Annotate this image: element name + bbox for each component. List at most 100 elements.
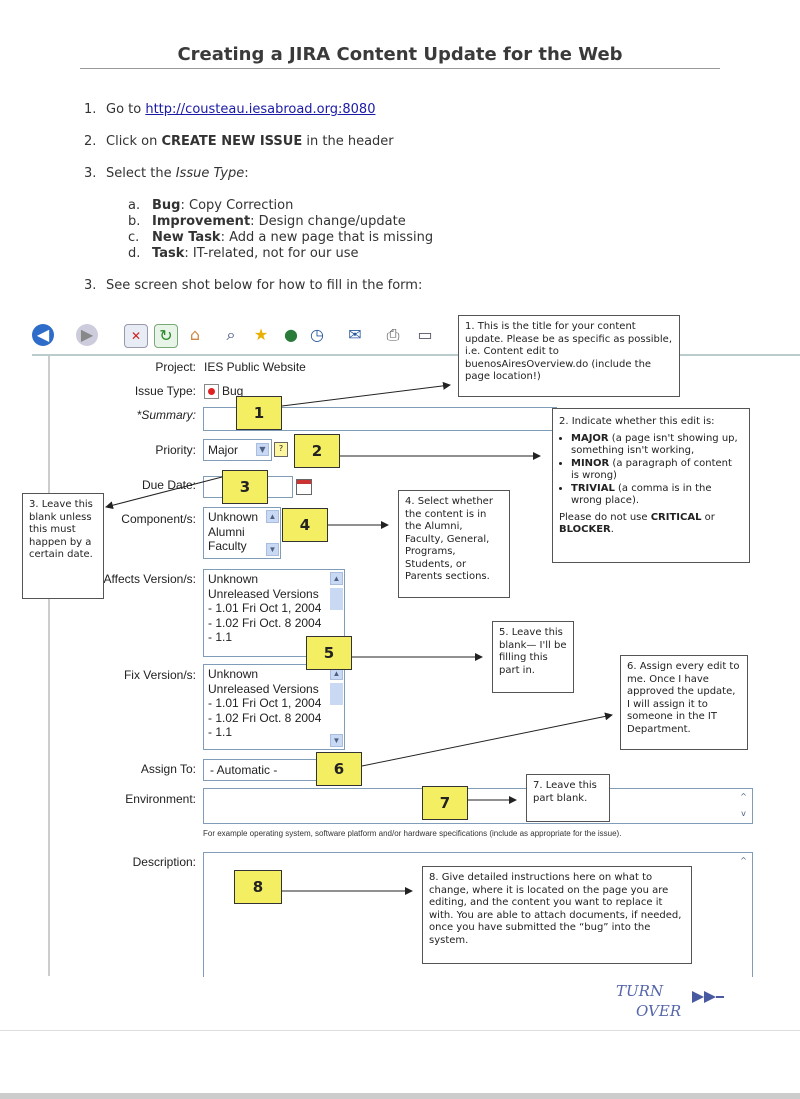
marker-8: 8 [234,870,282,904]
callout-2-item-minor: MINOR (a paragraph of content is wrong) [571,458,743,483]
scrollbar-thumb[interactable] [330,588,343,610]
list-item[interactable]: - 1.01 Fri Oct 1, 2004 [208,601,322,615]
scroll-up-icon[interactable]: ▲ [330,572,343,585]
step-text: See screen shot below for how to fill in… [106,278,423,293]
marker-6: 6 [316,752,362,786]
list-letter: c. [128,230,140,245]
scroll-down-icon[interactable]: v [737,808,750,821]
components-listbox[interactable]: Unknown Alumni Faculty ▲ ▼ [203,507,281,559]
list-item[interactable]: Unreleased Versions [208,586,319,601]
forward-icon[interactable]: ▶ [76,324,98,346]
fix-version-label: Fix Version/s: [123,668,196,682]
jira-url-link[interactable]: http://cousteau.iesabroad.org:8080 [145,102,376,117]
calendar-icon[interactable] [296,479,312,495]
assign-to-label: Assign To: [140,762,196,776]
priority-label: Priority: [155,443,196,457]
issue-type-desc: : Add a new page that is missing [220,230,434,245]
marker-5: 5 [306,636,352,670]
search-icon[interactable]: ⌕ [226,325,236,344]
scroll-down-icon[interactable]: ▼ [330,734,343,747]
step-text: Go to [106,102,146,117]
list-item[interactable]: Unknown [208,572,259,586]
scroll-up-icon[interactable]: ^ [737,855,750,868]
double-arrow-icon [692,991,724,1003]
issue-type-d: d.Task: IT-related, not for our use [128,246,359,261]
marker-4: 4 [282,508,328,542]
home-icon[interactable]: ⌂ [189,325,201,344]
refresh-icon[interactable]: ↻ [154,324,178,348]
callout-2: 2. Indicate whether this edit is: MAJOR … [552,408,750,563]
mail-icon[interactable]: ✉ [348,325,362,344]
list-letter: a. [128,198,141,213]
handwritten-turn: TURN [616,982,664,1000]
issue-type-name: Task [152,246,185,261]
arrow-1 [281,381,451,407]
priority-select[interactable]: Major ▼ [203,439,272,461]
assign-to-value: - Automatic - [210,763,278,777]
issue-type-b: b.Improvement: Design change/update [128,214,406,229]
affects-version-label: Affects Version/s: [103,572,197,586]
marker-3: 3 [222,470,268,504]
favorites-star-icon[interactable]: ★ [253,325,269,344]
assign-to-select[interactable]: - Automatic - [203,759,323,781]
list-item[interactable]: - 1.02 Fri Oct. 8 2004 [208,710,322,725]
list-item[interactable]: Unknown [208,510,259,524]
list-item[interactable]: - 1.1 [208,725,233,739]
title-rule [80,68,720,69]
callout-2-item-trivial: TRIVIAL (a comma is in the wrong place). [571,483,743,508]
page-bottom-edge [0,1093,800,1099]
print-icon[interactable]: ⎙ [386,325,400,344]
scroll-down-icon[interactable]: ▼ [266,543,279,556]
due-date-label: Due Date: [141,478,196,492]
scrollbar-thumb[interactable] [330,683,343,705]
list-item[interactable]: - 1.01 Fri Oct 1, 2004 [208,696,322,710]
scroll-up-icon[interactable]: ▲ [266,510,279,523]
history-icon[interactable]: ◷ [310,325,324,344]
callout-4: 4. Select whether the content is in the … [398,490,510,598]
stop-icon[interactable]: ✕ [124,324,148,348]
step-text-post: : [244,166,249,181]
components-label: Component/s: [121,512,196,526]
project-label: Project: [155,360,196,374]
list-item[interactable]: Unknown [208,667,259,681]
step-bold: CREATE NEW ISSUE [161,134,303,149]
step-text: Select the [106,166,176,181]
marker-2: 2 [294,434,340,468]
fix-version-listbox[interactable]: Unknown Unreleased Versions - 1.01 Fri O… [203,664,345,750]
callout-8: 8. Give detailed instructions here on wh… [422,866,692,964]
step-text: Click on [106,134,162,149]
arrow-3 [105,476,223,510]
callout-2-outro: Please do not use CRITICAL or BLOCKER. [559,511,715,536]
list-item[interactable]: - 1.1 [208,630,233,644]
callout-7: 7. Leave this part blank. [526,774,610,822]
issue-type-value: Bug [222,384,244,398]
arrow-6 [361,712,613,767]
list-item[interactable]: Alumni [208,524,245,539]
step-4: 3.See screen shot below for how to fill … [84,278,422,293]
chevron-down-icon[interactable]: ▼ [256,443,269,456]
step-2: 2.Click on CREATE NEW ISSUE in the heade… [84,134,394,149]
list-letter: b. [128,214,141,229]
screenshot-left-edge [48,356,50,976]
list-item[interactable]: Faculty [208,539,247,553]
issue-type-name: New Task [152,230,221,245]
step-italic: Issue Type [175,166,245,181]
issue-type-desc: : Design change/update [250,214,406,229]
environment-textarea[interactable]: ^ v [203,788,753,824]
issue-type-desc: : IT-related, not for our use [184,246,359,261]
step-text-post: in the header [302,134,394,149]
callout-1: 1. This is the title for your content up… [458,315,680,397]
scroll-up-icon[interactable]: ^ [737,791,750,804]
step-number: 1. [84,102,97,117]
media-icon[interactable]: ● [284,325,298,344]
marker-1: 1 [236,396,282,430]
priority-help-icon[interactable]: ? [274,442,288,457]
callout-2-item-major: MAJOR (a page isn't showing up, somethin… [571,433,743,458]
back-icon[interactable]: ◀ [32,324,54,346]
affects-version-listbox[interactable]: Unknown Unreleased Versions - 1.01 Fri O… [203,569,345,657]
edit-icon[interactable]: ▭ [417,325,433,344]
callout-5: 5. Leave this blank— I'll be filling thi… [492,621,574,693]
list-item[interactable]: - 1.02 Fri Oct. 8 2004 [208,615,322,630]
list-item[interactable]: Unreleased Versions [208,681,319,696]
